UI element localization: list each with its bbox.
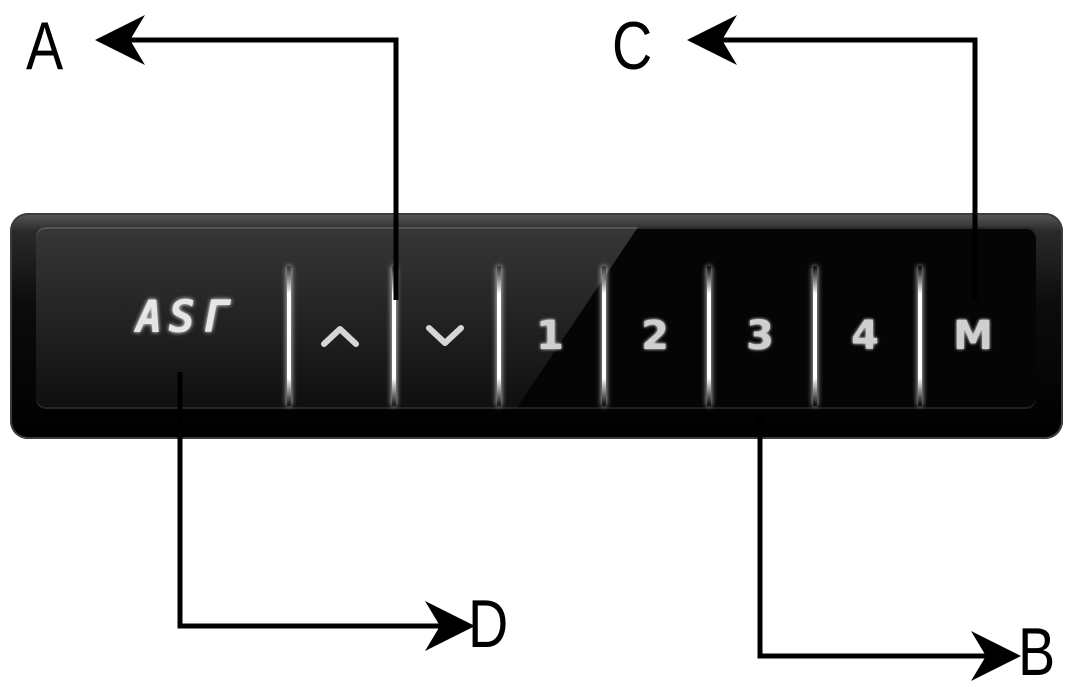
preset-4-button[interactable]: 4 [830, 306, 900, 366]
preset-1-button[interactable]: 1 [515, 306, 585, 366]
key-divider [497, 266, 501, 406]
up-button[interactable] [305, 306, 375, 366]
key-divider [707, 266, 711, 406]
callout-label-b: B [1018, 614, 1056, 690]
chevron-down-icon [426, 325, 464, 346]
leader-line-b [757, 410, 1021, 681]
key-divider [918, 266, 922, 406]
key-divider [392, 266, 396, 406]
key-divider [602, 266, 606, 406]
memory-button[interactable]: M [938, 306, 1008, 366]
down-button[interactable] [410, 306, 480, 366]
preset-2-button[interactable]: 2 [620, 306, 690, 366]
callout-label-c: C [612, 8, 653, 84]
key-divider [813, 266, 817, 406]
preset-3-button[interactable]: 3 [725, 306, 795, 366]
leader-line-d [177, 372, 475, 651]
callout-label-a: A [26, 8, 64, 84]
key-divider [287, 266, 291, 406]
leader-line-c [687, 15, 978, 300]
led-display: ASГ [136, 292, 234, 343]
leader-line-a [95, 15, 399, 300]
chevron-up-icon [321, 326, 359, 347]
